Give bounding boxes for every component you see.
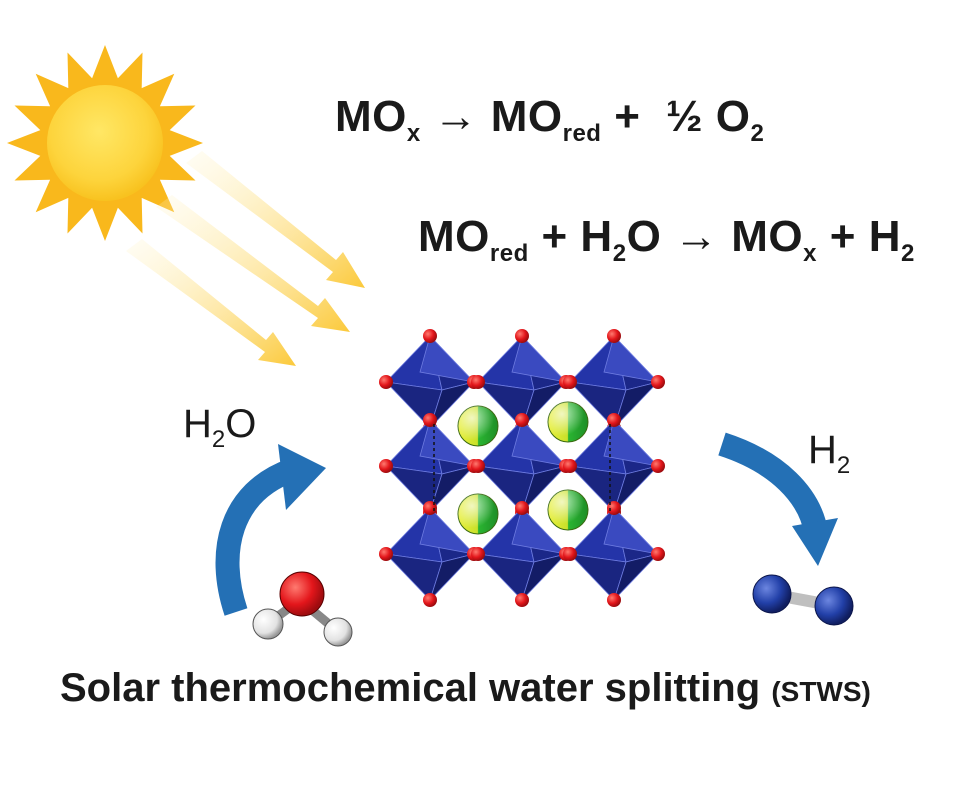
- hydrogen-label-sub: 2: [836, 452, 851, 479]
- oxygen-atom: [379, 375, 393, 389]
- octahedron-face: [603, 507, 660, 555]
- caption-abbreviation: (STWS): [771, 676, 871, 707]
- oxygen-atom: [563, 459, 577, 473]
- eq2-plus2: +: [829, 212, 856, 261]
- octahedron-face: [613, 465, 660, 513]
- water-molecule-icon: [252, 571, 353, 647]
- octahedron: [471, 501, 573, 607]
- oxygen-atom: [651, 547, 665, 561]
- caption: Solar thermochemical water splitting (ST…: [60, 666, 871, 711]
- octahedron-face: [419, 507, 476, 555]
- eq2-product-sub: x: [803, 240, 818, 267]
- oxygen-atom: [607, 329, 621, 343]
- hydrogen-atom: [814, 586, 854, 626]
- oxygen-atom: [607, 501, 621, 515]
- oxygen-atom: [471, 375, 485, 389]
- oxygen-atom: [423, 593, 437, 607]
- caption-main: Solar thermochemical water splitting: [60, 666, 761, 710]
- oxygen-atom: [471, 547, 485, 561]
- oxygen-atom: [515, 329, 529, 343]
- eq2-reactant-sub: red: [489, 240, 529, 267]
- octahedron: [471, 413, 573, 519]
- octahedron-face: [511, 335, 568, 383]
- eq1-arrow: →: [433, 92, 478, 141]
- oxygen-atom: [423, 329, 437, 343]
- oxygen-atom: [379, 547, 393, 561]
- octahedron: [563, 501, 665, 607]
- eq1-reactant: MO: [335, 92, 407, 141]
- hydrogen-molecule-icon: [752, 574, 854, 626]
- oxygen-atom: [563, 547, 577, 561]
- eq2-reactant: MO: [418, 212, 490, 261]
- octahedron-face: [511, 419, 568, 467]
- octahedron-face: [511, 507, 568, 555]
- light-beam-2: [156, 195, 350, 332]
- oxidation-equation: MOred + H2O → MOx + H2: [418, 212, 915, 268]
- octahedron-face: [521, 381, 568, 429]
- oxygen-atom: [651, 459, 665, 473]
- sun-core: [47, 85, 163, 201]
- oxygen-atom: [423, 413, 437, 427]
- octahedron-face: [521, 465, 568, 513]
- oxygen-atom: [515, 413, 529, 427]
- octahedron-face: [429, 553, 476, 601]
- octahedron-face: [521, 553, 568, 601]
- oxygen-atom: [423, 501, 437, 515]
- octahedron-face: [429, 381, 476, 429]
- a-site-highlight: [548, 402, 588, 442]
- octahedron-face: [429, 465, 476, 513]
- octahedron-face: [603, 419, 660, 467]
- hydrogen-atom: [752, 574, 792, 614]
- water-label: H2O: [183, 402, 256, 454]
- eq1-product: MO: [490, 92, 563, 141]
- a-site-highlight: [548, 490, 588, 530]
- eq1-oxygen: ½ O: [665, 92, 751, 141]
- light-beam-3: [126, 239, 296, 366]
- oxygen-atom: [563, 375, 577, 389]
- octahedron-face: [419, 335, 476, 383]
- oxygen-atom: [607, 413, 621, 427]
- eq1-product-sub: red: [562, 120, 602, 147]
- oxygen-atom: [515, 593, 529, 607]
- hydrogen-label: H2: [808, 428, 850, 480]
- water-in-arrow: [215, 444, 326, 616]
- reduction-equation: MOx → MOred + ½ O2: [335, 92, 764, 148]
- eq1-reactant-sub: x: [406, 120, 421, 147]
- eq2-hydrogen: H: [868, 212, 901, 261]
- water-label-sub: 2: [211, 426, 226, 453]
- oxygen-atom: [607, 593, 621, 607]
- octahedron: [379, 501, 481, 607]
- eq1-oxygen-sub: 2: [750, 120, 765, 147]
- water-label-main: H: [183, 402, 212, 446]
- hydrogen-label-main: H: [808, 428, 837, 472]
- eq2-water: H: [580, 212, 613, 261]
- water-hydrogen-atom: [323, 617, 353, 647]
- a-site-highlight: [458, 406, 498, 446]
- oxygen-atom: [651, 375, 665, 389]
- eq2-arrow: →: [674, 212, 719, 261]
- a-site-highlight: [458, 494, 498, 534]
- octahedron-face: [603, 335, 660, 383]
- perovskite-crystal-icon: [379, 329, 665, 607]
- light-beams: [126, 151, 365, 366]
- hydrogen-out-arrow: [718, 432, 838, 566]
- light-beam-1: [186, 151, 365, 288]
- water-oxygen-atom: [279, 571, 325, 617]
- octahedron: [563, 413, 665, 519]
- eq2-hydrogen-sub: 2: [900, 240, 915, 267]
- oxygen-atom: [471, 459, 485, 473]
- oxygen-atom: [379, 459, 393, 473]
- eq2-product: MO: [731, 212, 804, 261]
- octahedron-face: [613, 381, 660, 429]
- eq1-plus: +: [614, 92, 641, 141]
- eq2-water-sub: 2: [612, 240, 627, 267]
- sun-icon: [7, 45, 203, 241]
- eq2-plus1: +: [541, 212, 568, 261]
- oxygen-atom: [515, 501, 529, 515]
- octahedron-face: [613, 553, 660, 601]
- eq2-water-tail: O: [626, 212, 662, 261]
- water-label-tail: O: [225, 402, 257, 446]
- water-hydrogen-atom: [252, 608, 284, 640]
